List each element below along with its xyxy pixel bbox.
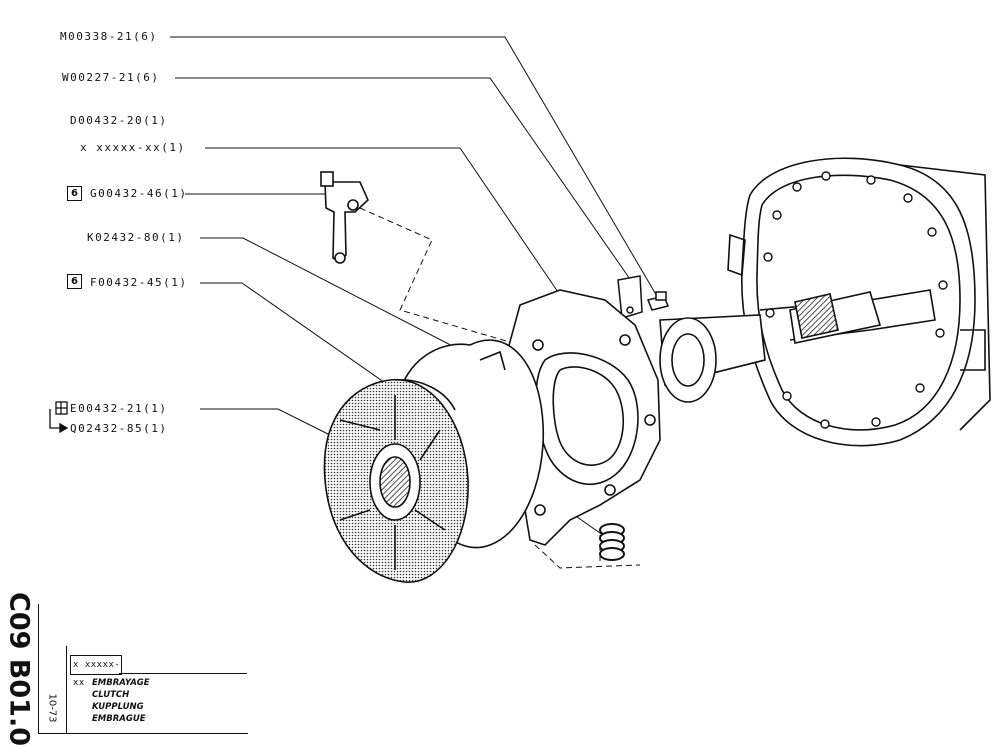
- friction-disc-part: [323, 378, 469, 583]
- spring-part: [599, 523, 625, 561]
- label-k02432: K02432-80(1): [87, 231, 185, 244]
- box-number-g: 6: [67, 186, 82, 201]
- page-code-block: C09 B01.0: [4, 592, 35, 746]
- label-d00432: D00432-20(1): [70, 114, 168, 127]
- label-xxxxx: x xxxxx-xx(1): [80, 141, 186, 154]
- housing-bolt-holes: [763, 171, 948, 429]
- label-q02432: Q02432-85(1): [70, 422, 168, 435]
- title-block-border: [38, 604, 39, 734]
- title-block-baseline: [38, 733, 248, 734]
- title-block-rule: [119, 673, 247, 674]
- retaining-plate-part: [617, 275, 670, 319]
- label-w00227: W00227-21(6): [62, 71, 160, 84]
- leader-lines: [170, 36, 659, 541]
- title-ref: x xxxxx-xx: [70, 655, 122, 688]
- page-code: C09 B01.0: [3, 592, 35, 746]
- kit-symbol-icon: [55, 401, 68, 415]
- arrow-right-icon: [49, 409, 69, 434]
- label-e00432: E00432-21(1): [70, 402, 168, 415]
- title-lang-en: CLUTCH: [92, 690, 130, 700]
- clutch-cover-part: [504, 289, 661, 546]
- title-lang-es: EMBRAGUE: [92, 714, 146, 724]
- release-fork-part: [320, 171, 369, 264]
- title-lang-de: KUPPLUNG: [92, 702, 144, 712]
- page-date: 10-73: [46, 693, 58, 723]
- label-g00432: G00432-46(1): [90, 187, 188, 200]
- label-m00338: M00338-21(6): [60, 30, 158, 43]
- input-shaft-part: [659, 291, 882, 403]
- label-f00432: F00432-45(1): [90, 276, 188, 289]
- title-lang-fr: EMBRAYAGE: [92, 678, 150, 688]
- title-block-divider: [66, 646, 67, 734]
- box-number-f: 6: [67, 274, 82, 289]
